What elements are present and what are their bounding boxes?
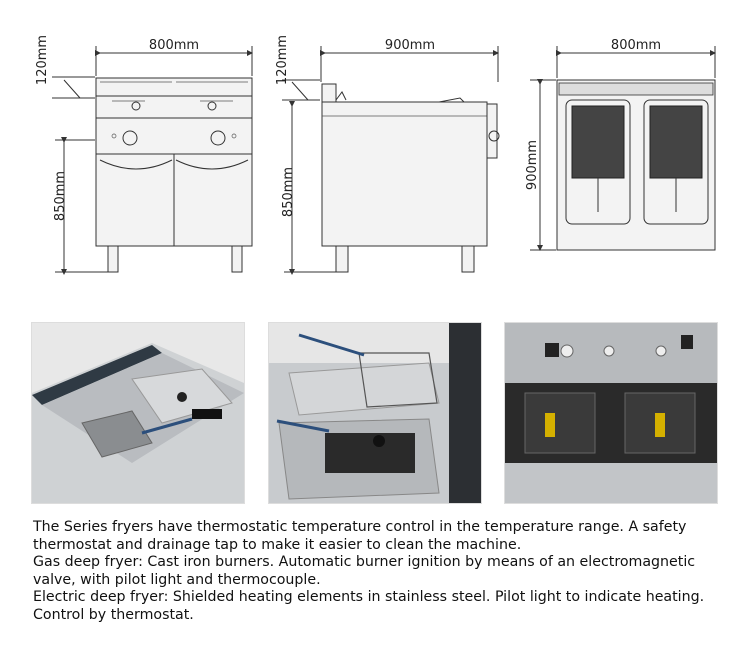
top-width-label: 800mm (611, 38, 661, 53)
side-top-height-label: 120mm (275, 35, 290, 85)
top-view-drawing: 800mm 900mm (525, 38, 716, 251)
description-gas-fryer: Gas deep fryer: Cast iron burners. Autom… (33, 554, 696, 588)
front-body-height-label: 850mm (53, 171, 68, 221)
description-intro: The Series fryers have thermostatic temp… (33, 519, 687, 553)
top-depth-label: 900mm (525, 140, 540, 190)
front-width-label: 800mm (149, 38, 199, 53)
side-body-height-label: 850mm (281, 167, 296, 217)
front-top-height-label: 120mm (35, 35, 50, 85)
fryer-burners-photo (504, 322, 718, 504)
fryer-angled-photo (31, 322, 245, 504)
description-electric-fryer: Electric deep fryer: Shielded heating el… (33, 589, 705, 623)
product-description: The Series fryers have thermostatic temp… (33, 519, 733, 625)
front-view-drawing: 800mm 120mm 850mm (35, 35, 253, 275)
side-view-drawing: 900mm 120mm 850mm (275, 35, 500, 275)
side-depth-label: 900mm (385, 38, 435, 53)
fryer-basket-photo (268, 322, 482, 504)
technical-drawings: 800mm 120mm 850mm 900mm (35, 35, 716, 275)
